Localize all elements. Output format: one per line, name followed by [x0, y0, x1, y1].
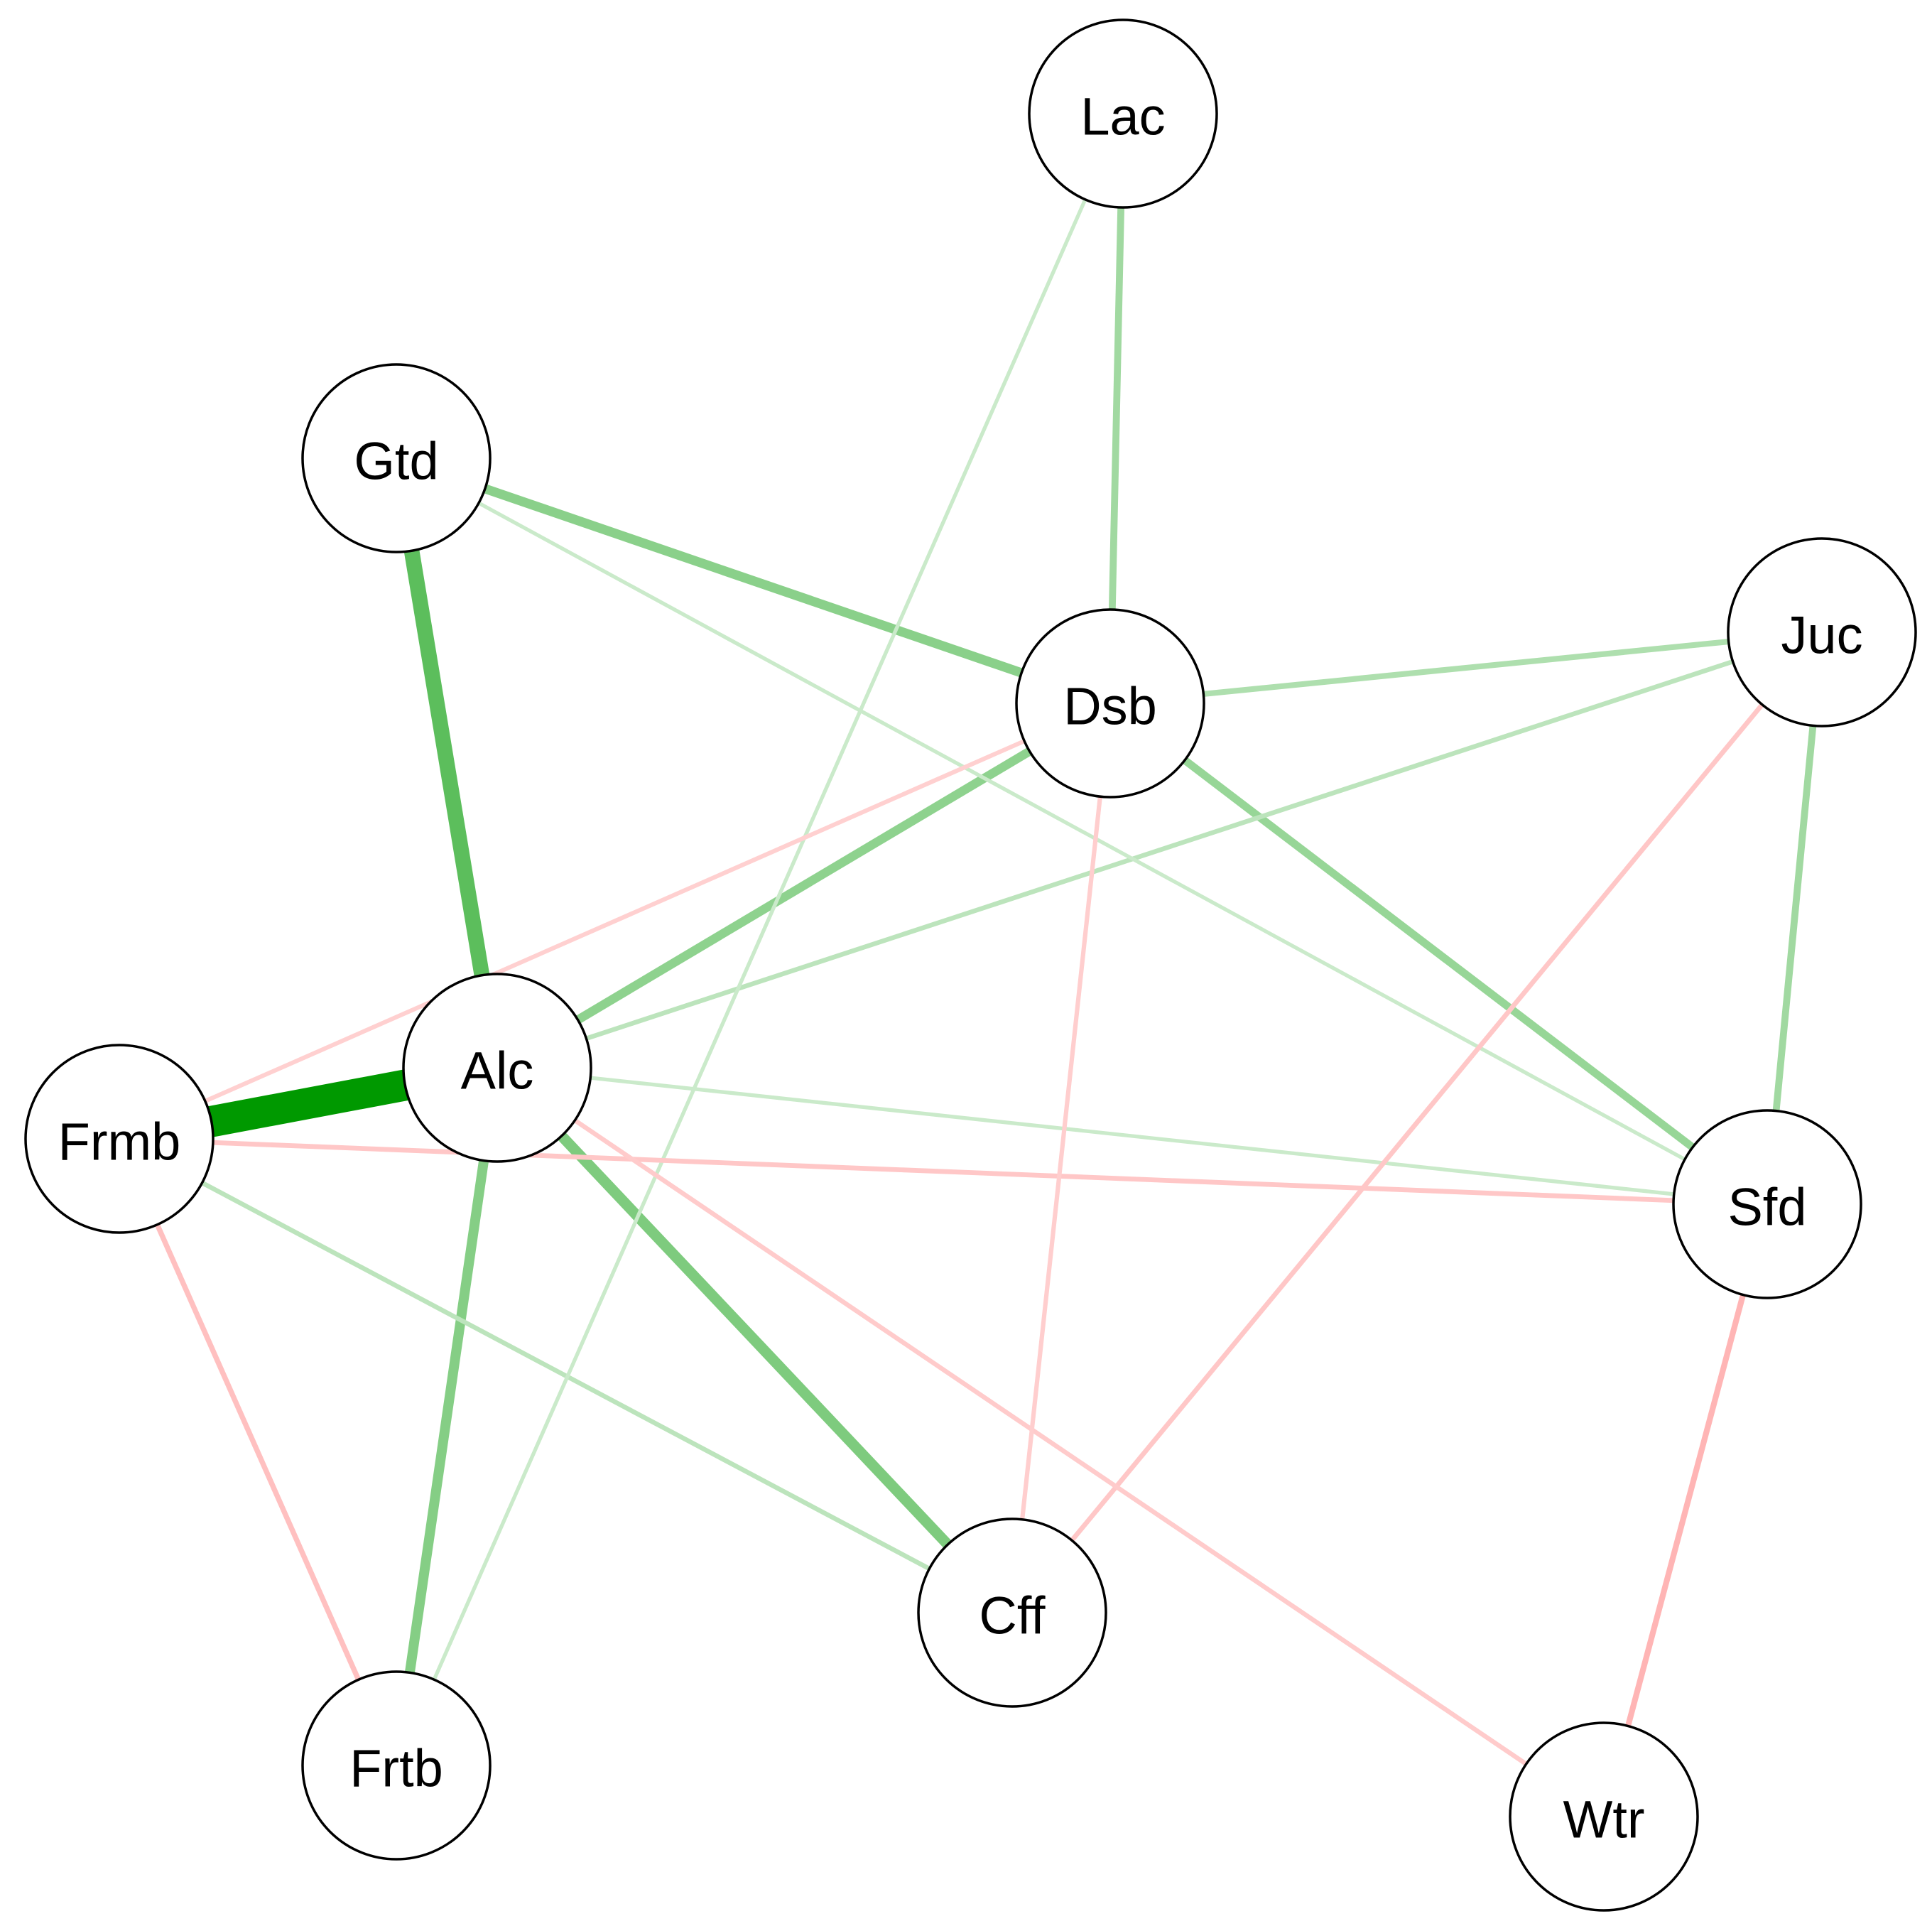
node-gtd: Gtd [301, 363, 492, 553]
edge-frmb-frtb [116, 1137, 399, 1767]
edge-juc-sfd [1764, 632, 1825, 1205]
node-juc: Juc [1727, 537, 1917, 727]
node-alc: Alc [402, 973, 592, 1163]
edge-gtd-sfd [395, 456, 1769, 1206]
node-circle [24, 1044, 215, 1234]
node-circle [1028, 18, 1218, 209]
edge-dsb-cff [1009, 703, 1113, 1613]
node-cff: Cff [917, 1517, 1107, 1708]
edge-frmb-sfd [119, 1136, 1768, 1207]
node-frmb: Frmb [24, 1044, 215, 1234]
node-label: Gtd [354, 432, 438, 491]
edge-lac-frtb [394, 112, 1125, 1767]
node-label: Lac [1080, 87, 1165, 146]
edge-dsb-juc [1109, 629, 1823, 707]
node-label: Cff [979, 1586, 1046, 1645]
node-circle [917, 1517, 1107, 1708]
edge-gtd-dsb [394, 453, 1112, 708]
node-circle [301, 363, 492, 553]
node-label: Alc [461, 1042, 534, 1100]
edge-juc-cff [1010, 630, 1824, 1615]
edge-juc-alc [496, 629, 1823, 1071]
node-label: Frtb [349, 1739, 443, 1798]
node-label: Juc [1781, 606, 1862, 665]
edge-gtd-alc [389, 457, 505, 1069]
edge-alc-wtr [496, 1066, 1605, 1819]
edge-lac-dsb [1107, 113, 1127, 704]
node-frtb: Frtb [301, 1670, 492, 1861]
edge-dsb-sfd [1107, 700, 1770, 1208]
node-label: Sfd [1727, 1178, 1806, 1237]
node-dsb: Dsb [1015, 608, 1205, 799]
node-label: Frmb [58, 1113, 181, 1172]
edge-alc-cff [493, 1064, 1016, 1617]
edge-sfd-wtr [1601, 1203, 1770, 1818]
node-circle [1015, 608, 1205, 799]
node-circle [1672, 1109, 1862, 1299]
node-lac: Lac [1028, 18, 1218, 209]
edge-alc-sfd [496, 1066, 1768, 1206]
node-label: Dsb [1063, 677, 1157, 736]
node-circle [1509, 1721, 1699, 1912]
node-sfd: Sfd [1672, 1109, 1862, 1299]
node-circle [301, 1670, 492, 1861]
node-label: Wtr [1563, 1790, 1644, 1849]
edges-layer [116, 112, 1825, 1819]
node-circle [1727, 537, 1917, 727]
edge-alc-frtb [391, 1066, 502, 1767]
node-wtr: Wtr [1509, 1721, 1699, 1912]
node-circle [402, 973, 592, 1163]
edge-dsb-alc [494, 699, 1113, 1072]
edge-dsb-frmb [118, 701, 1112, 1141]
